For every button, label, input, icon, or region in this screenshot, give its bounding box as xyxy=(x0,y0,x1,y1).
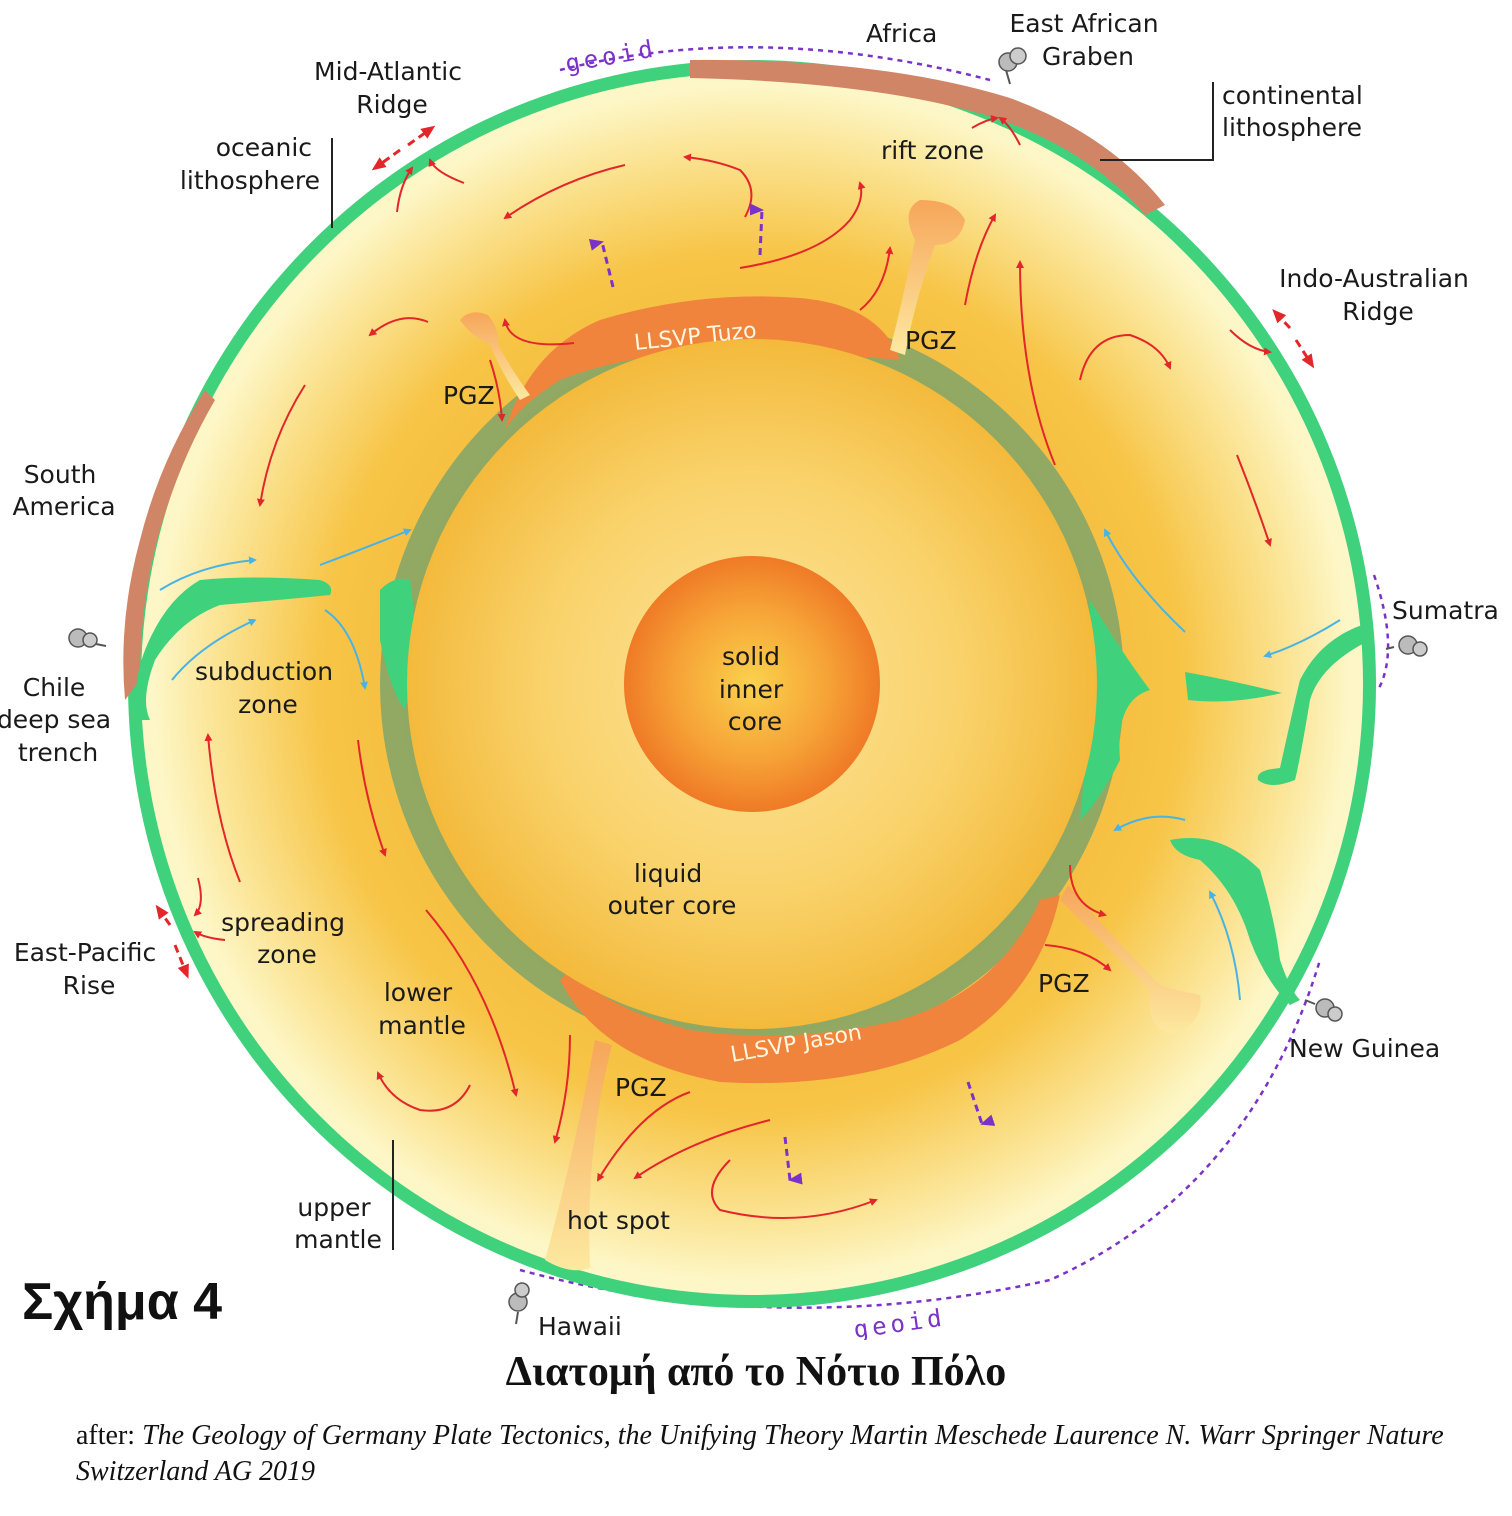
mantle-flow-arrows xyxy=(193,115,1272,1219)
label-lower-mantle: lower mantle xyxy=(378,978,466,1040)
plume-tuzo-right xyxy=(890,200,965,355)
slab-chile xyxy=(136,577,332,720)
label-africa: Africa xyxy=(866,19,937,48)
credit-prefix: after: xyxy=(76,1420,143,1451)
geoid-outline xyxy=(559,46,991,82)
credit-text: The Geology of Germany Plate Tectonics, … xyxy=(76,1420,1444,1487)
label-outer-core: liquid outer core xyxy=(608,859,737,920)
label-pgz-jason-left: PGZ xyxy=(615,1073,667,1102)
llsvp-tuzo xyxy=(505,296,900,430)
slab-sumatra xyxy=(1185,672,1282,702)
label-continental-lithosphere: continental lithosphere xyxy=(1222,81,1371,142)
continent-south-america xyxy=(123,390,215,700)
figure-caption: Διατομή από το Νότιο Πόλο xyxy=(505,1349,1007,1395)
label-spreading-zone: spreading zone xyxy=(221,908,353,969)
volcano-icon-sumatra xyxy=(1385,635,1428,657)
label-pgz-jason-right: PGZ xyxy=(1038,969,1090,998)
label-oceanic-lithosphere: oceanic lithosphere xyxy=(180,133,320,195)
volcano-icon-hawaii xyxy=(508,1282,530,1325)
llsvp-jason xyxy=(560,895,1060,1084)
slab-flow-arrows xyxy=(159,528,1341,1001)
label-upper-mantle: upper mantle xyxy=(294,1193,382,1254)
geoid-arrows xyxy=(588,203,996,1185)
volcano-icon-new-guinea xyxy=(1304,998,1343,1022)
slab-sumatra-hook xyxy=(1257,625,1370,785)
leader-lines xyxy=(331,82,1214,1250)
plume-jason-right xyxy=(1060,885,1201,1035)
label-indo-australian-ridge: Indo-Australian Ridge xyxy=(1279,264,1477,326)
geoid-outline-right xyxy=(1372,574,1390,691)
label-east-african-graben: East African Graben xyxy=(1010,9,1167,71)
label-mid-atlantic-ridge: Mid-Atlantic Ridge xyxy=(314,57,470,119)
label-south-america: South America xyxy=(12,460,115,521)
volcano-icon-chile xyxy=(68,628,107,648)
solid-inner-core xyxy=(624,556,880,812)
ridge-spreading-arrows xyxy=(155,125,1315,979)
earth-cross-section-diagram: Africa East African Graben Mid-Atlantic … xyxy=(0,9,1499,1340)
plume-tuzo-left xyxy=(460,312,530,400)
label-chile-trench: Chile deep sea trench xyxy=(0,673,119,767)
slab-new-guinea xyxy=(1170,838,1300,1005)
label-subduction-zone: subduction zone xyxy=(195,657,341,719)
slab-cmb-right xyxy=(1080,600,1150,820)
label-pgz-tuzo-right: PGZ xyxy=(905,326,957,355)
label-rift-zone: rift zone xyxy=(881,136,984,165)
label-geoid-bottom: geoid xyxy=(852,1303,947,1340)
label-inner-core: solid inner core xyxy=(719,642,791,736)
label-hawaii: Hawaii xyxy=(538,1312,622,1340)
volcano-icon-east-african-graben xyxy=(998,47,1027,85)
slab-chile-lower xyxy=(380,578,414,710)
label-sumatra: Sumatra xyxy=(1392,596,1499,625)
plume-hawaii-hot-spot xyxy=(545,1040,612,1271)
label-hot-spot: hot spot xyxy=(567,1206,670,1235)
label-east-pacific-rise: East-Pacific Rise xyxy=(14,938,164,1000)
figure-label: Σχήμα 4 xyxy=(22,1273,223,1331)
label-new-guinea: New Guinea xyxy=(1289,1034,1440,1063)
label-pgz-tuzo-left: PGZ xyxy=(443,381,495,410)
continent-africa xyxy=(690,59,1165,216)
source-credit: after: The Geology of Germany Plate Tect… xyxy=(76,1418,1486,1490)
